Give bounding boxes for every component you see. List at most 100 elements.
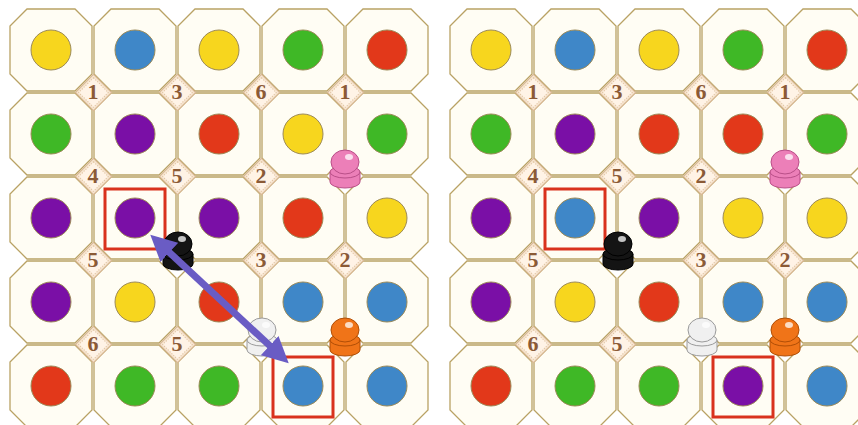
number-diamond: 5: [599, 326, 636, 363]
move-number: 4: [528, 165, 539, 187]
number-diamond: 2: [683, 158, 720, 195]
color-disc: [115, 282, 155, 322]
move-number: 2: [256, 165, 267, 187]
color-disc: [639, 198, 679, 238]
color-disc: [115, 198, 155, 238]
move-number: 2: [696, 165, 707, 187]
number-diamond: 3: [683, 242, 720, 279]
octagon-tile: [450, 9, 532, 91]
color-disc: [807, 198, 847, 238]
octagon-tile: [702, 177, 784, 259]
octagon-tile: [94, 93, 176, 175]
octagon-tile: [450, 261, 532, 343]
octagon-tile: [534, 9, 616, 91]
move-number: 3: [612, 81, 623, 103]
color-disc: [115, 30, 155, 70]
color-disc: [471, 30, 511, 70]
color-disc: [723, 114, 763, 154]
octagon-tile: [786, 177, 858, 259]
octagon-tile: [10, 9, 92, 91]
color-disc: [807, 30, 847, 70]
move-number: 5: [612, 165, 623, 187]
number-diamond: 1: [75, 74, 112, 111]
octagon-tile: [534, 93, 616, 175]
color-disc: [367, 198, 407, 238]
number-diamond: 2: [767, 242, 804, 279]
octagon-tile: [262, 345, 344, 425]
color-disc: [555, 282, 595, 322]
pawn: [770, 150, 800, 188]
color-disc: [807, 282, 847, 322]
move-number: 4: [88, 165, 99, 187]
move-number: 1: [340, 81, 351, 103]
color-disc: [555, 198, 595, 238]
number-diamond: 2: [327, 242, 364, 279]
octagon-tile: [178, 9, 260, 91]
pawn: [770, 318, 800, 356]
color-disc: [639, 114, 679, 154]
color-disc: [367, 114, 407, 154]
number-diamond: 5: [599, 158, 636, 195]
octagon-tile: [10, 93, 92, 175]
octagon-tile: [702, 345, 784, 425]
number-diamond: 6: [515, 326, 552, 363]
move-number: 2: [780, 249, 791, 271]
pawn: [330, 150, 360, 188]
number-diamond: 3: [599, 74, 636, 111]
octagon-tile: [786, 9, 858, 91]
pawn: [603, 232, 633, 270]
move-number: 5: [88, 249, 99, 271]
octagon-tile: [450, 177, 532, 259]
color-disc: [471, 198, 511, 238]
octagon-tile: [94, 261, 176, 343]
color-disc: [283, 114, 323, 154]
number-diamond: 3: [159, 74, 196, 111]
color-disc: [283, 30, 323, 70]
color-disc: [807, 366, 847, 406]
octagon-tile: [534, 177, 616, 259]
number-diamond: 1: [767, 74, 804, 111]
number-diamond: 5: [159, 326, 196, 363]
color-disc: [471, 366, 511, 406]
color-disc: [31, 198, 71, 238]
move-number: 6: [528, 333, 539, 355]
number-diamond: 6: [683, 74, 720, 111]
octagon-tile: [94, 9, 176, 91]
pawn: [330, 318, 360, 356]
octagon-tile: [346, 9, 428, 91]
color-disc: [555, 30, 595, 70]
color-disc: [807, 114, 847, 154]
octagon-tile: [450, 345, 532, 425]
swap-arrow: [156, 240, 283, 358]
move-number: 6: [696, 81, 707, 103]
color-disc: [639, 366, 679, 406]
color-disc: [199, 366, 239, 406]
color-disc: [723, 198, 763, 238]
number-diamond: 5: [159, 158, 196, 195]
octagon-tile: [346, 345, 428, 425]
octagon-tile: [10, 345, 92, 425]
octagon-tile: [618, 93, 700, 175]
move-number: 5: [172, 333, 183, 355]
octagon-tile: [534, 261, 616, 343]
octagon-tile: [346, 177, 428, 259]
color-disc: [283, 366, 323, 406]
octagon-tile: [618, 345, 700, 425]
color-disc: [555, 366, 595, 406]
octagon-tile: [786, 345, 858, 425]
number-diamond: 5: [515, 242, 552, 279]
color-disc: [199, 30, 239, 70]
color-disc: [723, 366, 763, 406]
number-diamond: 6: [243, 74, 280, 111]
color-disc: [367, 30, 407, 70]
number-diamond: 5: [75, 242, 112, 279]
move-number: 1: [88, 81, 99, 103]
color-disc: [115, 366, 155, 406]
number-diamond: 4: [75, 158, 112, 195]
move-number: 6: [88, 333, 99, 355]
color-disc: [31, 282, 71, 322]
octagon-tile: [94, 345, 176, 425]
color-disc: [31, 114, 71, 154]
move-number: 2: [340, 249, 351, 271]
